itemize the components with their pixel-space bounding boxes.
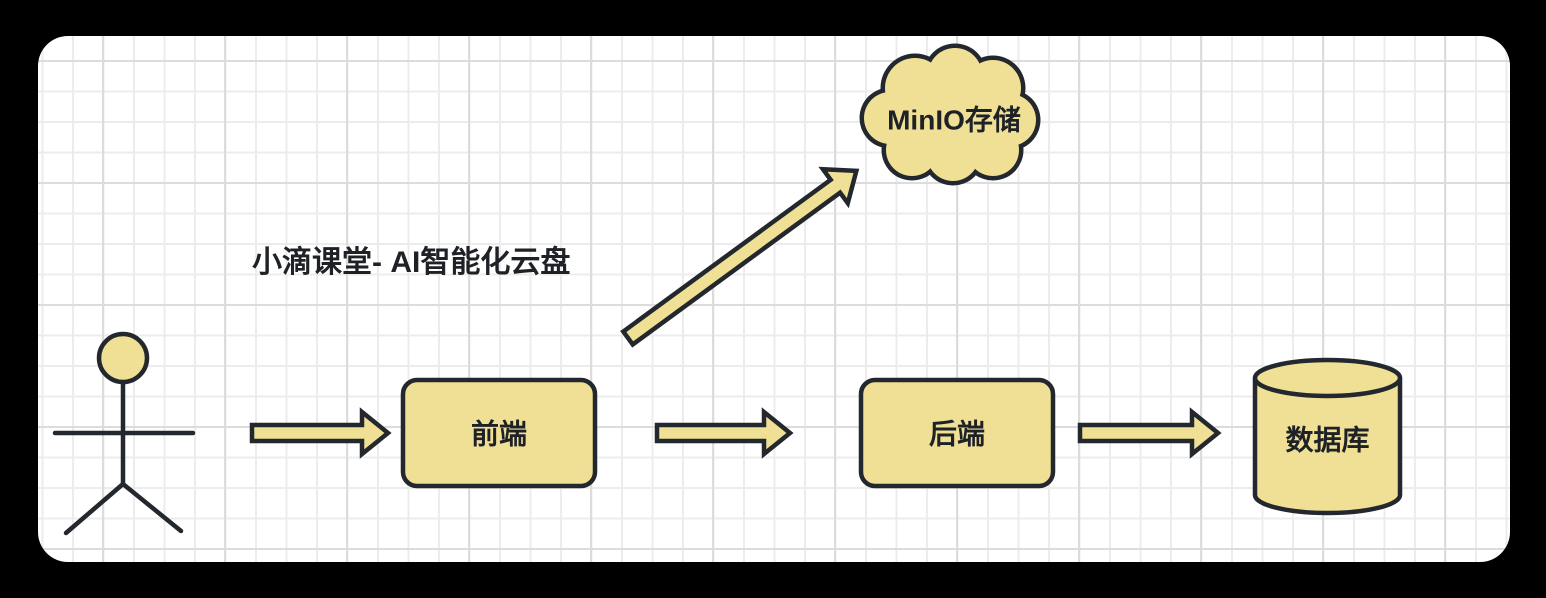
user-left-leg-line — [63, 481, 126, 536]
storage-cloud-fill — [864, 48, 1036, 181]
database-cylinder-top — [1252, 357, 1403, 399]
database-node: 数据库 — [1252, 357, 1403, 516]
user-right-leg-line — [120, 481, 184, 534]
backend-label: 后端 — [929, 419, 985, 450]
backend-box — [858, 377, 1056, 489]
arrow-backend-to-database — [1077, 407, 1222, 459]
storage-label: MinIO存储 — [887, 104, 1021, 136]
database-cylinder-body — [1252, 378, 1403, 516]
storage-cloud-node: MinIO存储 — [859, 43, 1041, 186]
backend-node: 后端 — [858, 377, 1056, 489]
grid-canvas — [38, 36, 1510, 562]
frontend-label: 前端 — [471, 418, 527, 450]
user-head — [96, 331, 150, 385]
user-figure — [52, 331, 196, 536]
arrow-frontend-to-backend — [654, 407, 794, 459]
arrow-frontend-to-storage — [620, 166, 860, 348]
frontend-box — [400, 377, 598, 489]
frontend-node: 前端 — [400, 377, 598, 489]
diagram-title: 小滴课堂- AI智能化云盘 — [252, 245, 570, 279]
database-label: 数据库 — [1285, 425, 1369, 456]
arrow-user-to-frontend — [249, 407, 392, 459]
